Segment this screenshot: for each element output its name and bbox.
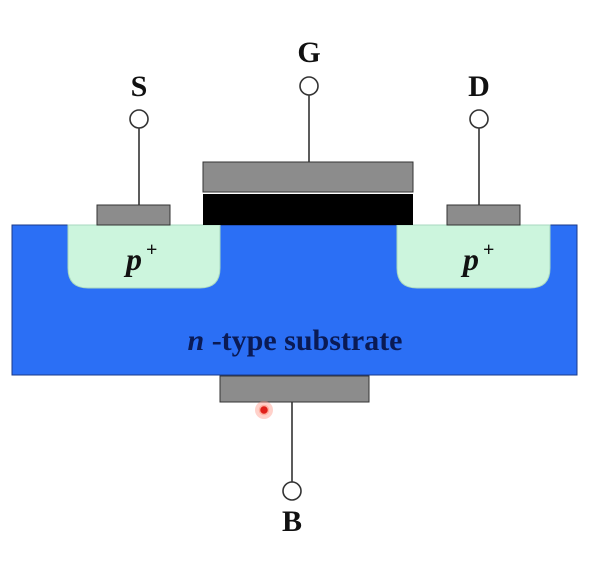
drain-doping-sup: + <box>483 239 494 261</box>
drain-doping-label: p + <box>460 239 494 277</box>
drain-terminal-circle <box>469 109 489 129</box>
source-label: S <box>131 70 148 103</box>
drain-doping-base: p <box>460 241 479 277</box>
body-contact <box>219 375 370 403</box>
gate-oxide <box>203 194 413 225</box>
body-terminal-circle <box>282 481 302 501</box>
gate-terminal-circle <box>299 76 319 96</box>
substrate-label-rest: -type substrate <box>212 324 403 357</box>
gate-label: G <box>297 36 320 69</box>
drain-contact <box>446 204 521 226</box>
pointer-dot <box>258 404 270 416</box>
source-contact <box>96 204 171 226</box>
p-plus-source-region <box>67 224 221 289</box>
substrate-label: n -type substrate <box>188 324 403 357</box>
source-doping-label: p + <box>123 239 157 277</box>
source-terminal-circle <box>129 109 149 129</box>
p-plus-drain-region <box>396 224 551 289</box>
source-doping-base: p <box>123 241 142 277</box>
source-doping-sup: + <box>146 239 157 261</box>
body-label: B <box>282 505 302 538</box>
gate-metal <box>202 161 414 193</box>
substrate-label-italic: n <box>188 324 205 357</box>
drain-label: D <box>468 70 490 103</box>
